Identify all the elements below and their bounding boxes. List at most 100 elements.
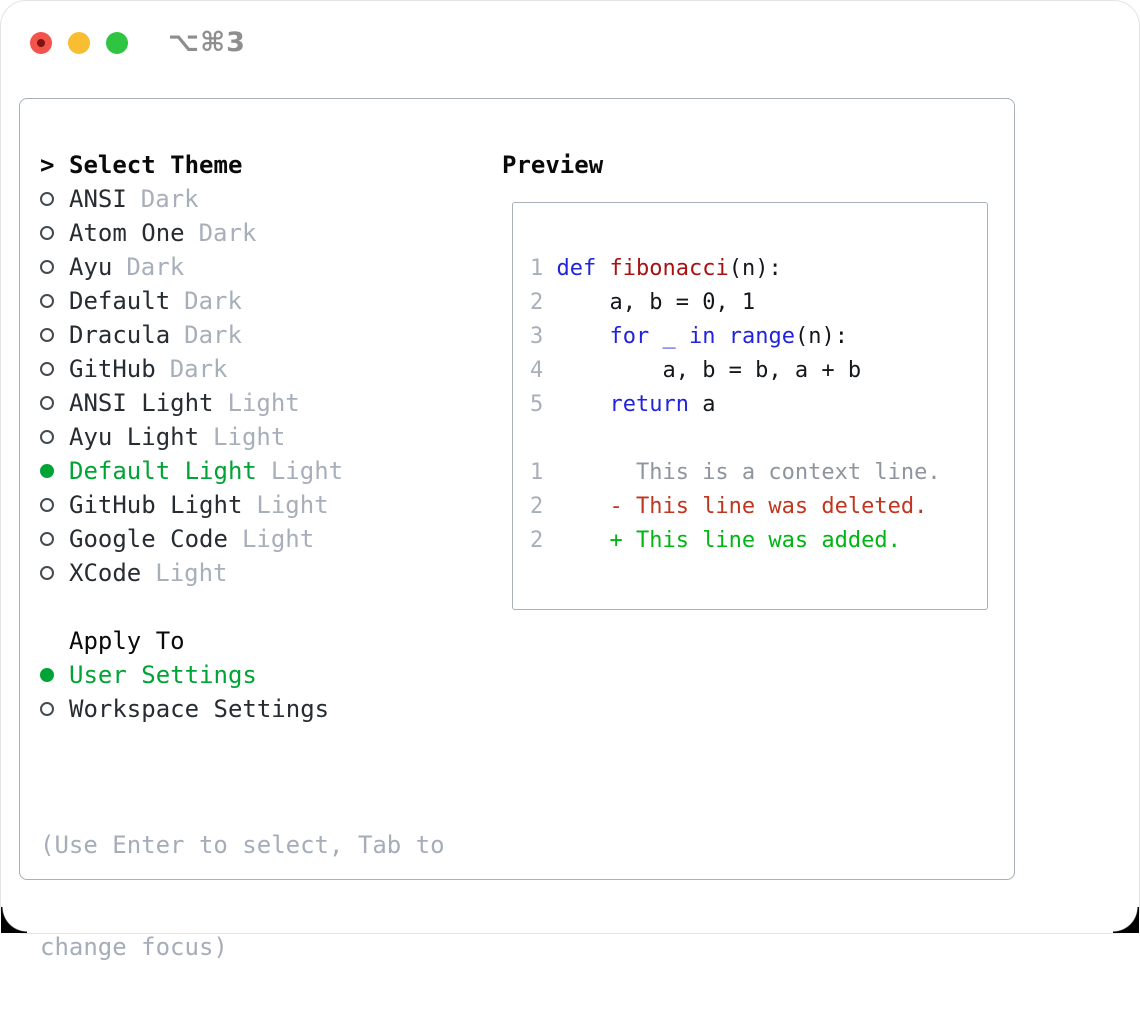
window-corner-artifact <box>1 907 27 933</box>
token-plain: a, b = b, a + b <box>543 358 861 383</box>
radio-icon <box>40 702 69 716</box>
theme-variant-tag: Light <box>256 491 328 519</box>
token-num: 2 <box>530 494 543 519</box>
preview-pane: 1 def fibonacci(n): 2 a, b = 0, 1 3 for _ … <box>512 202 988 610</box>
token-plain <box>543 324 609 349</box>
theme-variant-tag: Light <box>155 559 227 587</box>
theme-option-github-dark[interactable]: GitHub Dark <box>40 352 445 386</box>
radio-icon <box>40 260 69 274</box>
token-plain: (n): <box>795 324 848 349</box>
radio-selected-icon <box>40 464 69 478</box>
theme-variant-tag: Dark <box>184 321 242 349</box>
token-ctx: This is a context line. <box>543 460 940 485</box>
radio-icon <box>40 396 69 410</box>
code-line: 1 def fibonacci(n): <box>530 252 987 286</box>
select-theme-title: Select Theme <box>69 151 242 179</box>
theme-name: Default <box>69 287 170 315</box>
token-plain <box>543 392 609 417</box>
apply-option-workspace-settings[interactable]: Workspace Settings <box>40 692 445 726</box>
theme-name: GitHub Light <box>69 491 242 519</box>
theme-variant-tag: Light <box>228 389 300 417</box>
code-line: 3 for _ in range(n): <box>530 320 987 354</box>
diff-context-line: 1 This is a context line. <box>530 456 987 490</box>
token-plain <box>715 324 728 349</box>
theme-name: Dracula <box>69 321 170 349</box>
theme-variant-tag: Dark <box>126 253 184 281</box>
radio-icon <box>40 294 69 308</box>
apply-option-user-settings[interactable]: User Settings <box>40 658 445 692</box>
apply-to-title: Apply To <box>69 627 185 655</box>
preview-title: Preview <box>502 148 603 182</box>
token-num: 2 <box>530 528 543 553</box>
theme-name: Ayu Light <box>69 423 199 451</box>
token-num: 3 <box>530 324 543 349</box>
radio-icon <box>40 328 69 342</box>
token-fn: fibonacci <box>610 256 729 281</box>
token-kw: _ <box>662 324 675 349</box>
preview-code: 1 def fibonacci(n): 2 a, b = 0, 1 3 for _ … <box>530 252 987 558</box>
code-line: 5 return a <box>530 388 987 422</box>
token-num: 2 <box>530 290 543 315</box>
theme-name: Google Code <box>69 525 228 553</box>
apply-option-label: Workspace Settings <box>69 695 329 723</box>
token-plain: (n): <box>729 256 782 281</box>
theme-variant-tag: Light <box>213 423 285 451</box>
window-corner-artifact <box>1113 907 1139 933</box>
spacer <box>40 590 445 624</box>
help-text: (Use Enter to select, Tab to change focu… <box>40 760 445 1032</box>
token-num: 5 <box>530 392 543 417</box>
diff-added-line: 2 + This line was added. <box>530 524 987 558</box>
theme-option-ayu-light[interactable]: Ayu Light Light <box>40 420 445 454</box>
minimize-button[interactable] <box>68 32 90 54</box>
theme-name: GitHub <box>69 355 156 383</box>
radio-selected-icon <box>40 668 69 682</box>
radio-icon <box>40 498 69 512</box>
window-title: ⌥⌘3 <box>168 27 246 58</box>
theme-variant-tag: Dark <box>199 219 257 247</box>
theme-name: Default Light <box>69 457 257 485</box>
radio-icon <box>40 532 69 546</box>
title-bar: ⌥⌘3 <box>30 27 246 58</box>
apply-option-label: User Settings <box>69 661 257 689</box>
radio-icon <box>40 430 69 444</box>
theme-name: ANSI Light <box>69 389 214 417</box>
theme-option-atom-one-dark[interactable]: Atom One Dark <box>40 216 445 250</box>
token-kw: in <box>689 324 716 349</box>
theme-option-ansi-light[interactable]: ANSI Light Light <box>40 386 445 420</box>
token-plain <box>676 324 689 349</box>
token-plain: a, b = 0, 1 <box>543 290 755 315</box>
token-plain <box>596 256 609 281</box>
spacer <box>40 726 445 760</box>
zoom-button[interactable] <box>106 32 128 54</box>
token-plain: a <box>689 392 716 417</box>
radio-icon <box>40 566 69 580</box>
theme-name: Atom One <box>69 219 185 247</box>
token-add: + This line was added. <box>543 528 901 553</box>
radio-icon <box>40 226 69 240</box>
token-plain <box>649 324 662 349</box>
help-line: change focus) <box>40 930 445 964</box>
token-kw: range <box>729 324 795 349</box>
theme-variant-tag: Light <box>271 457 343 485</box>
theme-option-dracula-dark[interactable]: Dracula Dark <box>40 318 445 352</box>
radio-icon <box>40 362 69 376</box>
token-kw: return <box>609 392 688 417</box>
close-button[interactable] <box>30 32 52 54</box>
token-kw: for <box>609 324 649 349</box>
token-del: - This line was deleted. <box>543 494 927 519</box>
theme-option-github-light[interactable]: GitHub Light Light <box>40 488 445 522</box>
theme-variant-tag: Dark <box>170 355 228 383</box>
diff-deleted-line: 2 - This line was deleted. <box>530 490 987 524</box>
apply-to-header: Apply To <box>40 624 445 658</box>
theme-option-default-light[interactable]: Default Light Light <box>40 454 445 488</box>
theme-name: ANSI <box>69 185 127 213</box>
token-num: 1 <box>530 256 557 281</box>
blank-line <box>530 422 987 456</box>
